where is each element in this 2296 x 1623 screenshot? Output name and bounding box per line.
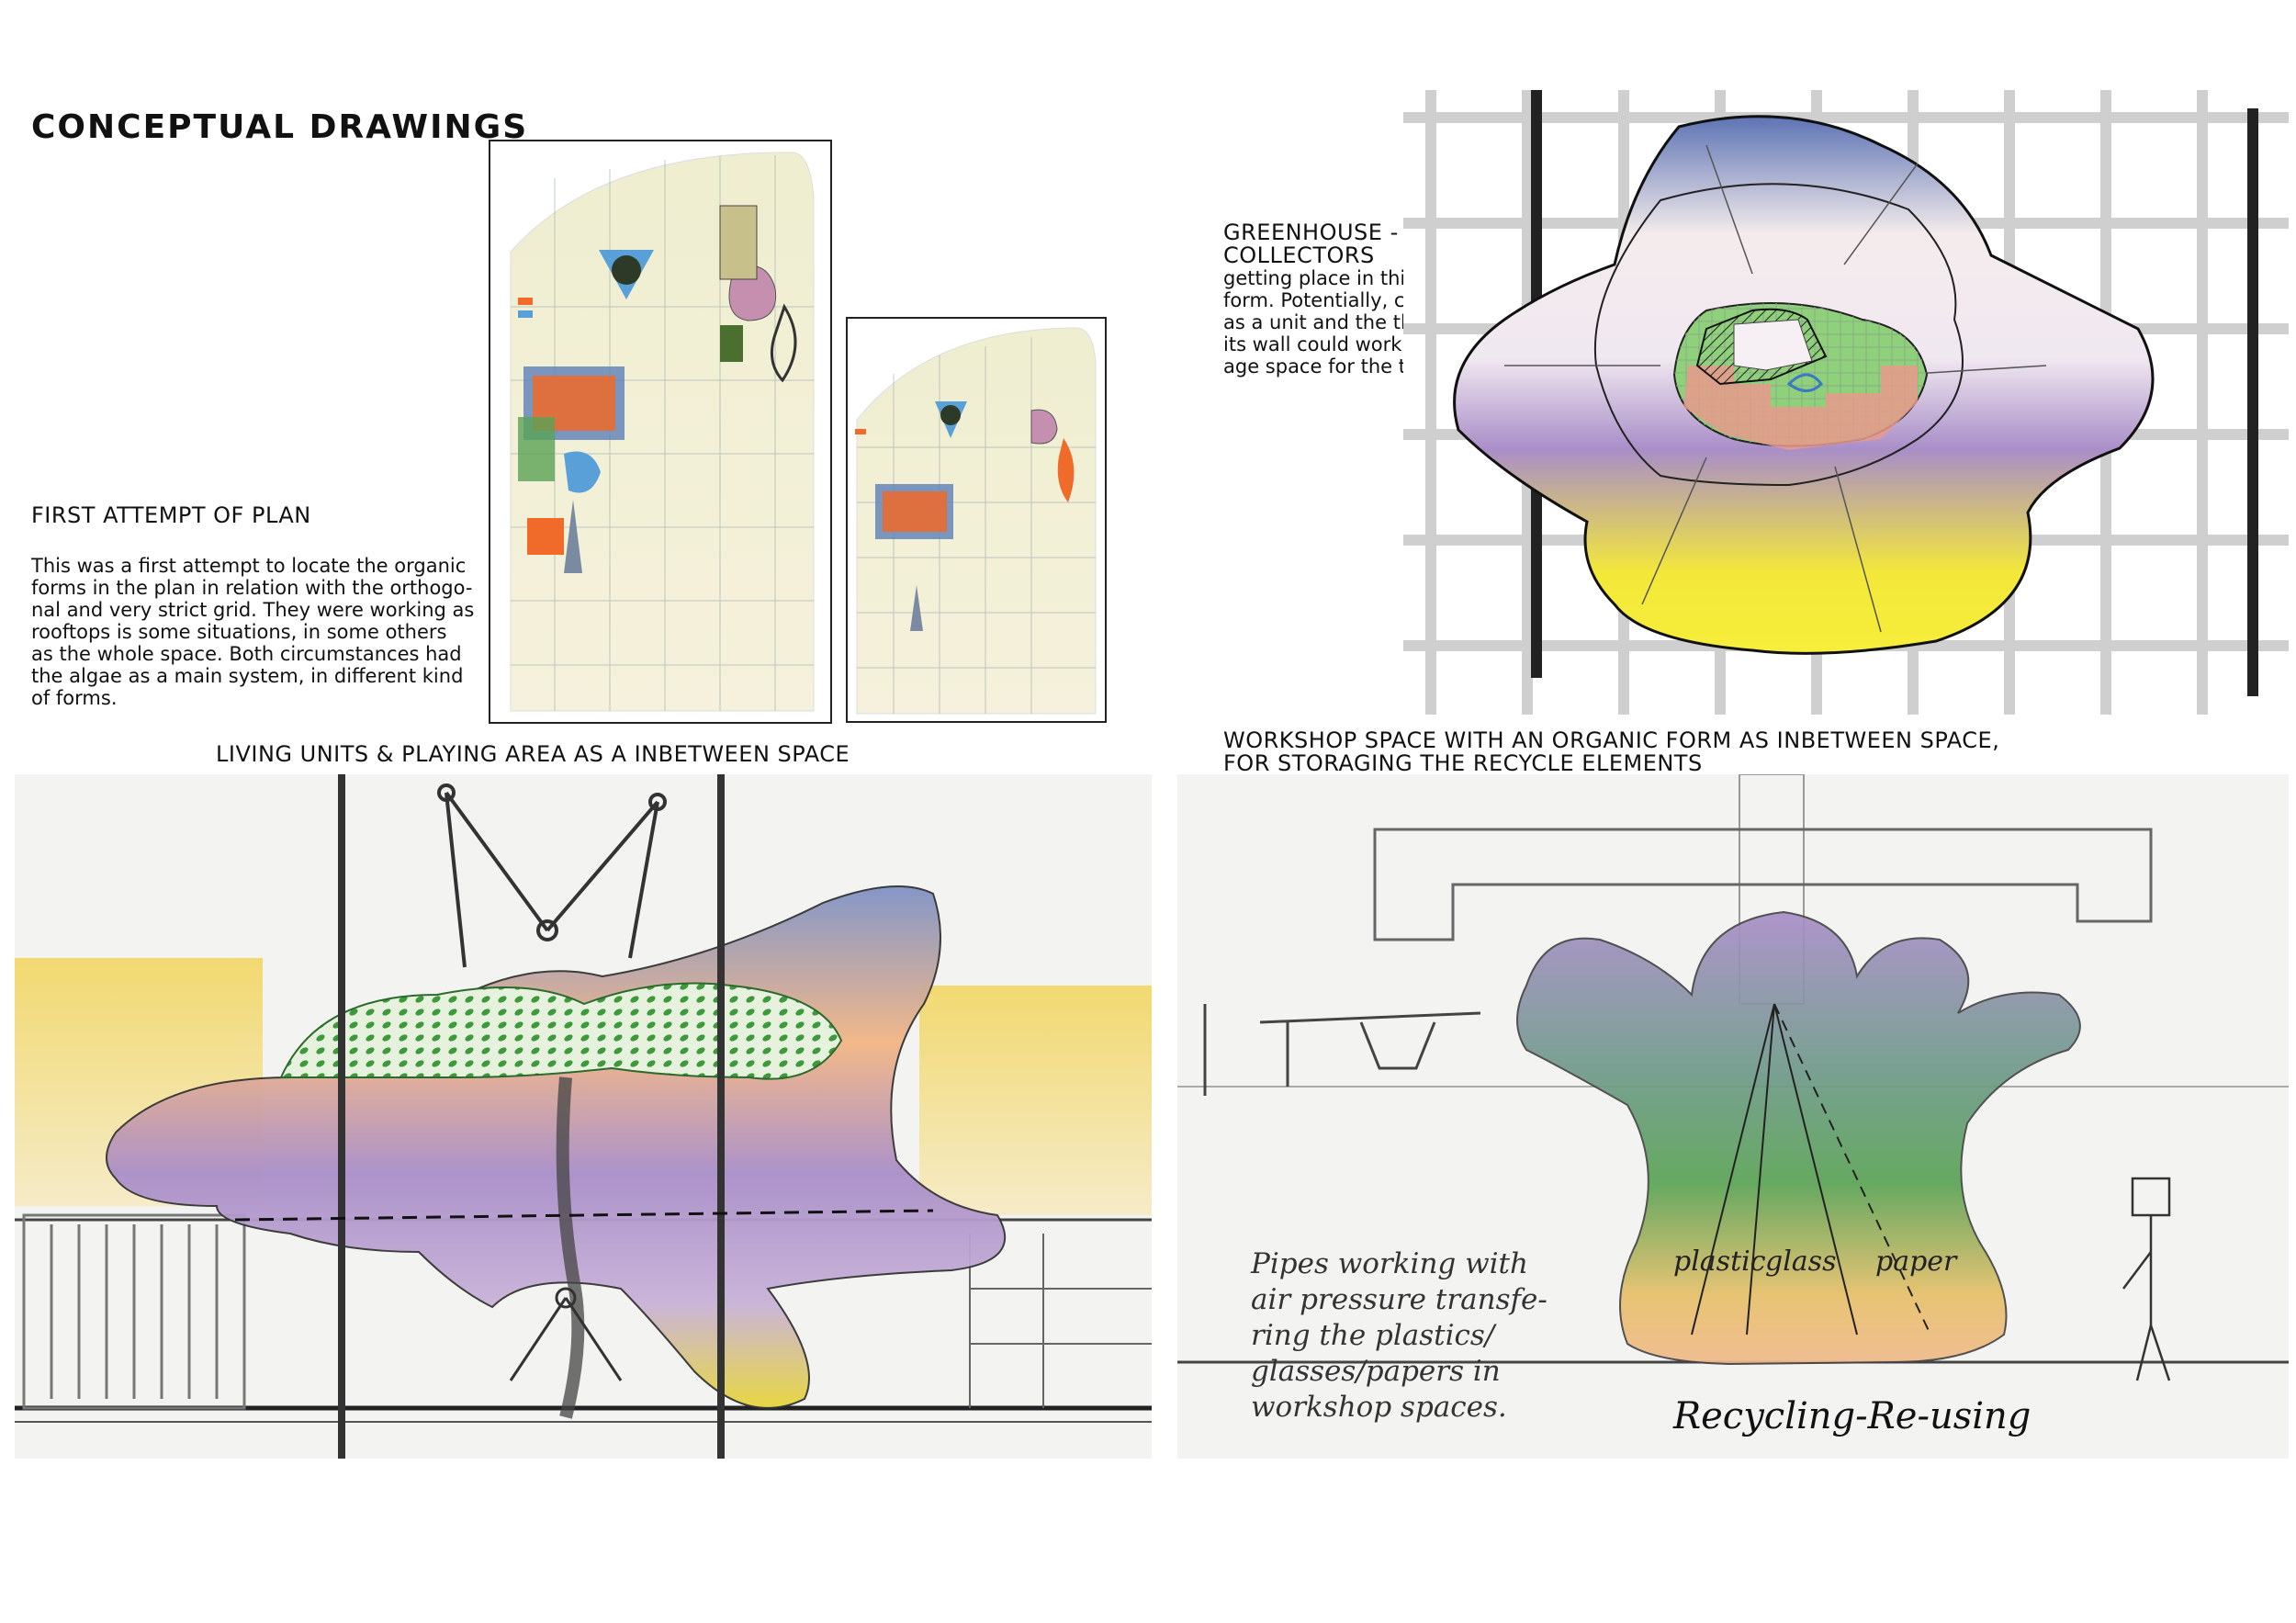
plan-drawing-small xyxy=(846,317,1107,723)
workshop-heading: WORKSHOP SPACE WITH AN ORGANIC FORM AS I… xyxy=(1223,729,1999,775)
note-line: workshop spaces. xyxy=(1251,1391,1507,1424)
text-line: as the whole space. Both circumstances h… xyxy=(31,643,462,665)
caption-recycling: Recycling-Re-using xyxy=(1672,1395,2031,1437)
first-attempt-heading: FIRST ATTEMPT OF PLAN xyxy=(31,502,311,528)
living-units-drawing xyxy=(15,774,1152,1459)
note-line: Pipes working with xyxy=(1250,1247,1528,1280)
workshop-svg: plastic glass paper Pipes working with a… xyxy=(1177,774,2289,1459)
page-title: CONCEPTUAL DRAWINGS xyxy=(31,108,529,146)
text-line: This was a first attempt to locate the o… xyxy=(31,555,467,577)
note-line: air pressure transfe- xyxy=(1251,1283,1548,1316)
text-line: rooftops is some situations, in some oth… xyxy=(31,621,447,643)
plan-large-svg xyxy=(510,152,815,712)
living-units-heading: LIVING UNITS & PLAYING AREA AS A INBETWE… xyxy=(216,741,850,767)
text-line: forms in the plan in relation with the o… xyxy=(31,577,473,599)
heading-line: FOR STORAGING THE RECYCLE ELEMENTS xyxy=(1223,750,1703,776)
greenhouse-drawing xyxy=(1403,90,2289,715)
workshop-drawing: plastic glass paper Pipes working with a… xyxy=(1177,774,2289,1459)
text-line: the algae as a main system, in different… xyxy=(31,665,464,687)
text-line: of forms. xyxy=(31,687,118,709)
living-units-svg xyxy=(15,774,1152,1459)
label-glass: glass xyxy=(1765,1245,1836,1278)
label-plastic: plastic xyxy=(1673,1245,1766,1278)
label-paper: paper xyxy=(1875,1245,1958,1278)
note-line: ring the plastics/ xyxy=(1251,1319,1497,1352)
note-line: glasses/papers in xyxy=(1251,1355,1501,1388)
heading-line: WORKSHOP SPACE WITH AN ORGANIC FORM AS I… xyxy=(1223,727,2000,753)
plan-small-svg xyxy=(855,327,1097,715)
heading-line: COLLECTORS xyxy=(1223,242,1375,268)
first-attempt-text: This was a first attempt to locate the o… xyxy=(31,555,490,709)
greenhouse-svg xyxy=(1403,90,2289,715)
plan-drawing-large xyxy=(489,140,832,724)
text-line: nal and very strict grid. They were work… xyxy=(31,599,475,621)
